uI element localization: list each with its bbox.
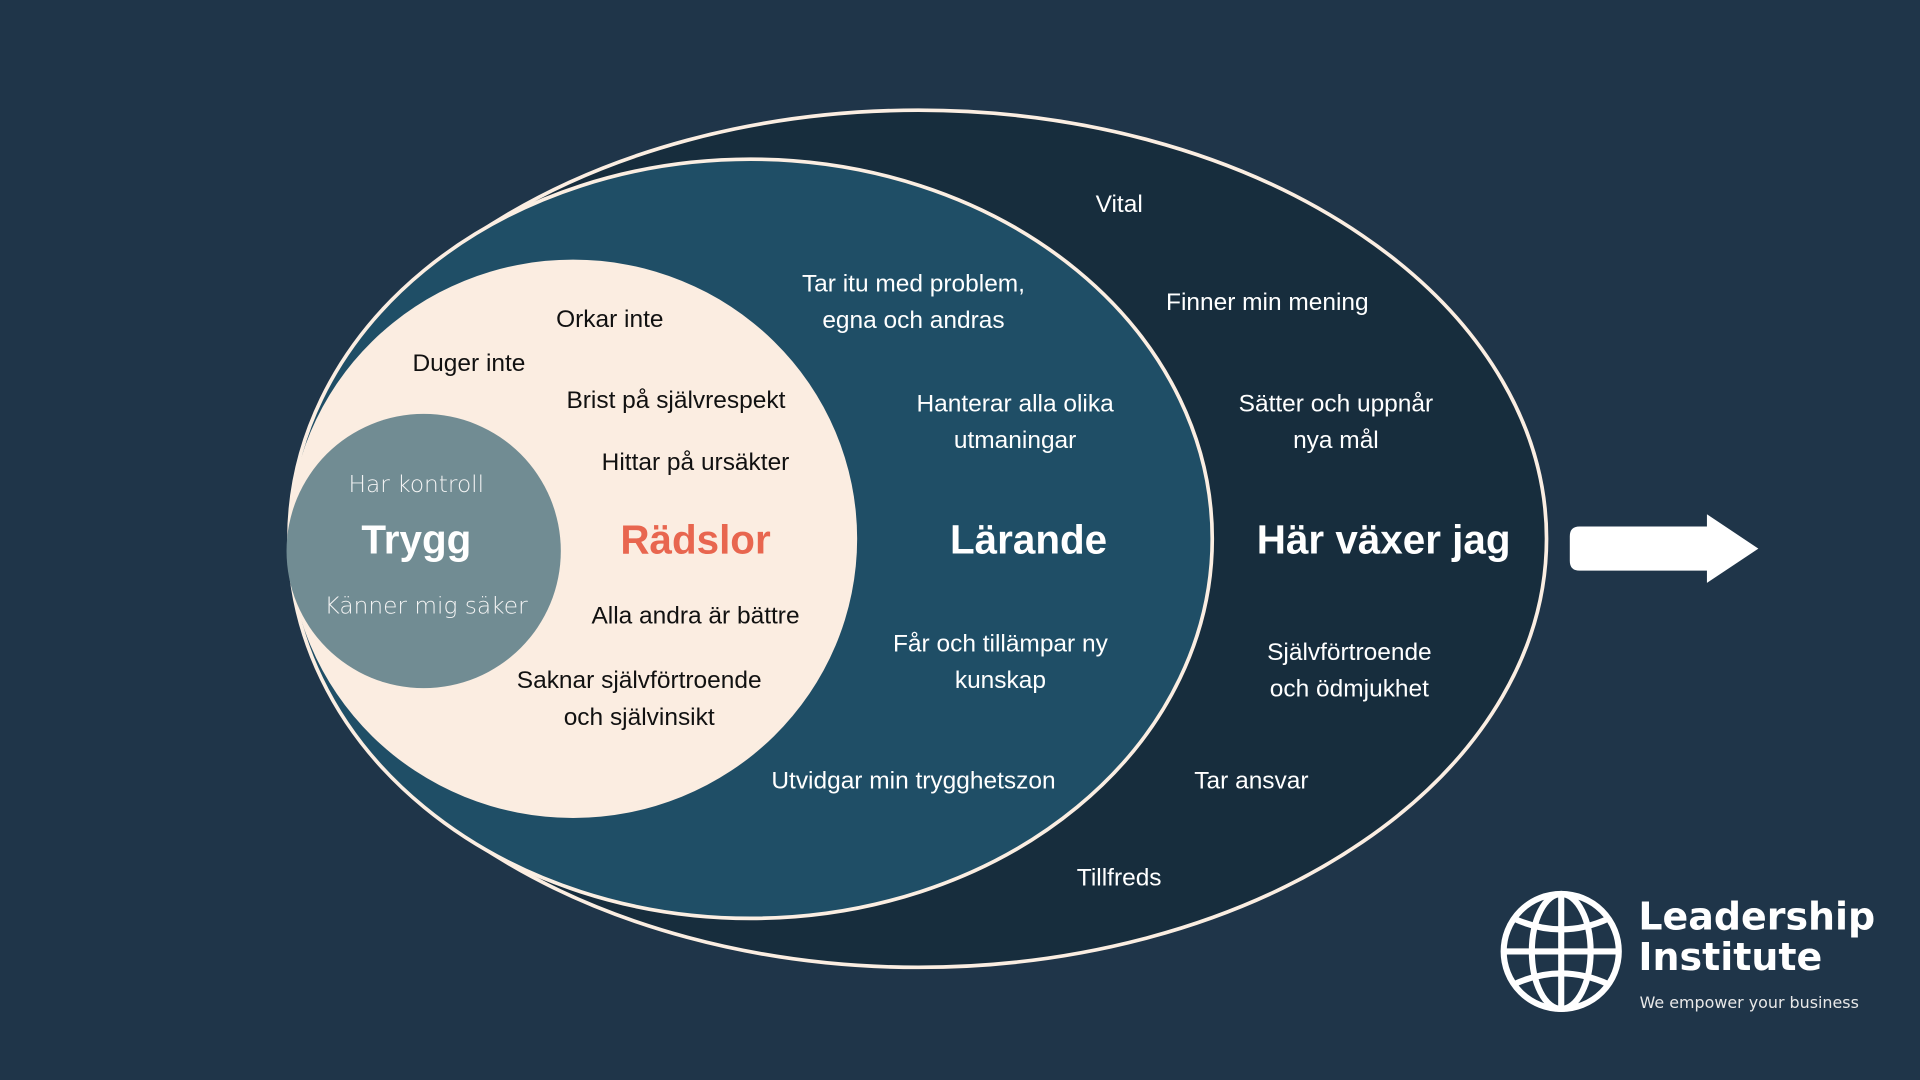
comfort-zone	[286, 413, 561, 689]
learning-title: Lärande	[950, 516, 1107, 562]
learning-item: Får och tillämpar ny	[893, 630, 1109, 657]
fear-item: Brist på självrespekt	[566, 387, 785, 414]
growth-title: Här växer jag	[1257, 516, 1511, 562]
growth-item: Finner min mening	[1166, 289, 1369, 316]
fear-title: Rädslor	[620, 516, 771, 562]
leadership-institute-logo	[1500, 890, 1622, 1013]
learning-item: utmaningar	[954, 427, 1076, 454]
learning-item: egna och andras	[822, 307, 1004, 334]
learning-item: Utvidgar min trygghetszon	[771, 768, 1055, 795]
learning-item: Tar itu med problem,	[802, 270, 1025, 297]
fear-item: Orkar inte	[556, 306, 663, 333]
logo-tagline: We empower your business	[1640, 993, 1859, 1012]
fear-item: Alla andra är bättre	[591, 602, 799, 629]
growth-item: Självförtroende	[1267, 639, 1432, 666]
growth-item: Vital	[1096, 191, 1143, 218]
fear-item: Duger inte	[413, 350, 526, 377]
comfort-item: Känner mig säker	[325, 592, 529, 619]
learning-item: Hanterar alla olika	[916, 390, 1114, 417]
growth-item: Tar ansvar	[1194, 768, 1308, 795]
growth-item: och ödmjukhet	[1270, 676, 1429, 703]
arrow-right-icon	[1569, 514, 1759, 583]
logo-name-line2: Institute	[1638, 935, 1822, 979]
growth-item: Sätter och uppnår	[1239, 390, 1434, 417]
logo-name-line1: Leadership	[1638, 894, 1875, 938]
growth-item: nya mål	[1293, 427, 1379, 454]
comfort-title: Trygg	[361, 516, 471, 562]
comfort-item: Har kontroll	[349, 471, 485, 498]
fear-item: Saknar självförtroende	[517, 667, 762, 694]
globe-icon	[1500, 890, 1622, 1013]
fear-item: och självinsikt	[564, 704, 715, 731]
fear-item: Hittar på ursäkter	[602, 449, 790, 476]
growth-item: Tillfreds	[1077, 864, 1162, 891]
learning-item: kunskap	[955, 667, 1046, 694]
